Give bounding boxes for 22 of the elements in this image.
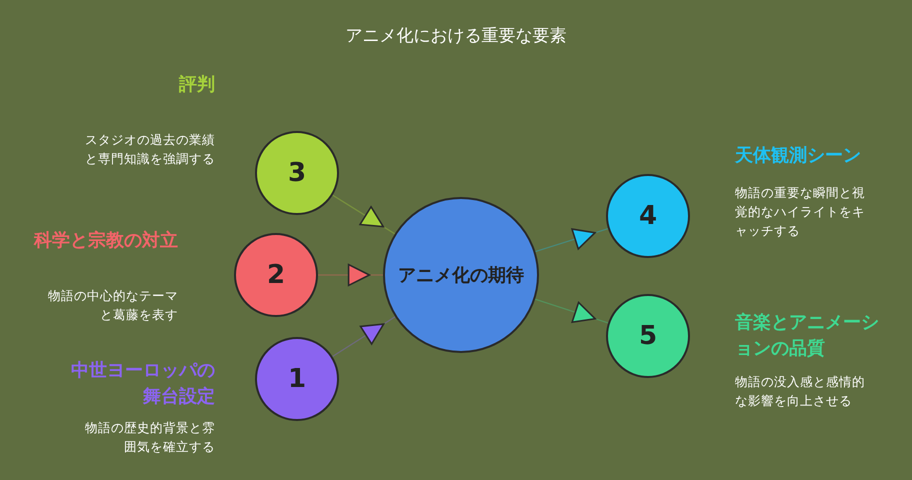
- diagram-title: アニメ化における重要な要素: [346, 25, 566, 47]
- item-heading: 天体観測シーン: [735, 144, 862, 168]
- item-description: 物語の重要な瞬間と視覚的なハイライトをキャッチする: [735, 184, 866, 240]
- step-number: 3: [288, 158, 306, 188]
- item-heading: 中世ヨーロッパの舞台設定: [70, 359, 215, 409]
- arrow: [535, 228, 608, 252]
- item-description: 物語の歴史的背景と雰囲気を確立する: [84, 419, 215, 456]
- item-heading: 評判: [178, 73, 215, 97]
- arrow: [332, 194, 396, 234]
- node-label: アニメ化の期待: [398, 264, 524, 287]
- step-number: 5: [638, 321, 658, 351]
- item-description: スタジオの過去の業績と専門知識を強調する: [84, 131, 215, 168]
- item-description: 物語の没入感と感情的な影響を向上させる: [735, 373, 866, 410]
- step-number: 2: [266, 260, 286, 290]
- item-description: 物語の中心的なテーマと葛藤を表す: [47, 287, 178, 324]
- arrow: [332, 316, 396, 358]
- item-heading: 音楽とアニメーションの品質: [735, 311, 880, 361]
- item-heading: 科学と宗教の対立: [33, 229, 178, 253]
- arrow: [318, 264, 383, 286]
- step-number: 4: [638, 201, 658, 231]
- arrow: [534, 298, 608, 324]
- step-number: 1: [288, 364, 306, 394]
